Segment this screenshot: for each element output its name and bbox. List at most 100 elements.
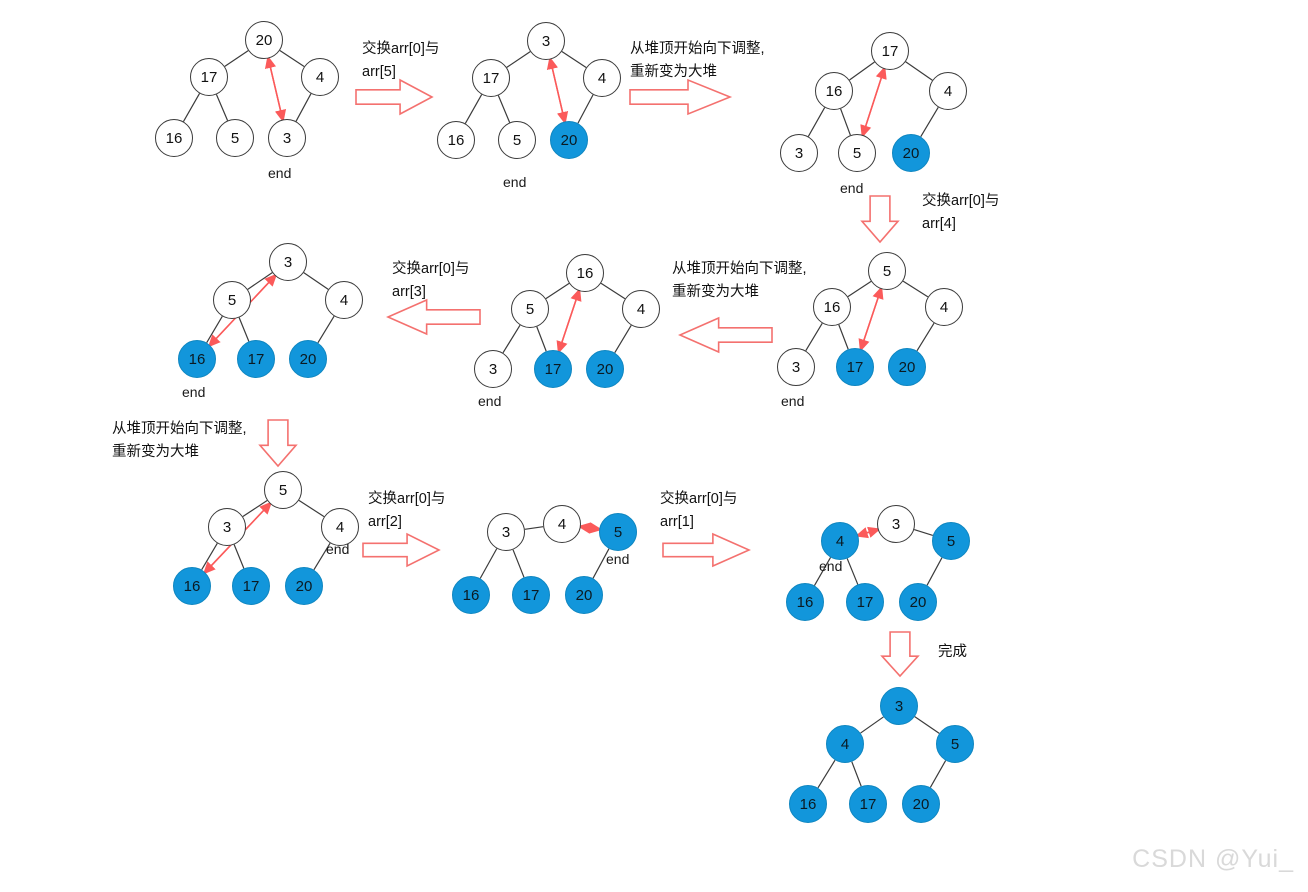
tree-node: 5 [216, 119, 254, 157]
block-arrow-left [386, 298, 481, 336]
step-caption: 交换arr[0]与 arr[1] [660, 488, 737, 534]
tree-node: 16 [789, 785, 827, 823]
tree-node: 3 [208, 508, 246, 546]
tree-edge [817, 759, 836, 789]
tree-edge [247, 272, 273, 290]
tree-node: 20 [899, 583, 937, 621]
tree-edge [303, 272, 329, 290]
end-marker-label: end [326, 541, 350, 557]
tree-edge [920, 107, 939, 137]
step-caption-line: 完成 [938, 644, 967, 660]
tree-node: 5 [838, 134, 876, 172]
tree-node-value: 20 [299, 350, 317, 368]
tree-node-value: 5 [512, 131, 522, 149]
tree-edge [577, 94, 594, 124]
tree-node: 3 [269, 243, 307, 281]
tree-edge [916, 322, 935, 352]
tree-node-value: 17 [859, 795, 877, 813]
step-caption-line: 从堆顶开始向下调整, [112, 421, 247, 437]
step-caption: 从堆顶开始向下调整,重新变为大堆 [112, 418, 247, 464]
tree-node: 3 [527, 22, 565, 60]
tree-node-value: 5 [613, 523, 623, 541]
tree-node-value: 16 [796, 593, 814, 611]
tree-edge [805, 322, 823, 352]
tree-node-value: 4 [557, 515, 567, 533]
tree-node: 4 [622, 290, 660, 328]
block-arrow-right [355, 78, 434, 116]
tree-node-value: 5 [950, 735, 960, 753]
tree-node: 17 [232, 567, 270, 605]
tree-node-value: 17 [247, 350, 265, 368]
tree-node-value: 16 [165, 129, 183, 147]
tree-node-value: 4 [339, 291, 349, 309]
tree-node-value: 17 [544, 360, 562, 378]
end-marker-label: end [268, 165, 292, 181]
step-caption: 完成 [938, 641, 967, 664]
tree-node: 4 [826, 725, 864, 763]
tree-node-value: 17 [881, 42, 899, 60]
tree-node-value: 4 [943, 82, 953, 100]
tree-edge [298, 499, 325, 518]
tree-node-value: 17 [522, 586, 540, 604]
block-arrow-right [662, 532, 751, 568]
end-marker-label: end [182, 384, 206, 400]
tree-node: 17 [846, 583, 884, 621]
tree-node-value: 5 [230, 129, 240, 147]
tree-node: 5 [932, 522, 970, 560]
tree-node-value: 4 [939, 298, 949, 316]
tree-edge [847, 280, 872, 298]
tree-node-value: 5 [882, 262, 892, 280]
tree-node: 17 [534, 350, 572, 388]
tree-node: 3 [880, 687, 918, 725]
swap-arrow [857, 526, 881, 538]
tree-edge [614, 324, 632, 354]
tree-node-value: 16 [823, 298, 841, 316]
tree-node-value: 20 [255, 31, 273, 49]
tree-node-value: 3 [501, 523, 511, 541]
tree-node: 20 [550, 121, 588, 159]
tree-node: 4 [301, 58, 339, 96]
tree-edge [846, 558, 859, 585]
tree-node-value: 20 [560, 131, 578, 149]
tree-node-value: 17 [200, 68, 218, 86]
tree-node-value: 5 [946, 532, 956, 550]
step-caption-line: 交换arr[0]与 [368, 491, 446, 507]
tree-node: 3 [474, 350, 512, 388]
step-caption-line: 交换arr[0]与 [660, 491, 738, 507]
step-caption-line: 从堆顶开始向下调整, [630, 41, 765, 57]
tree-node-value: 4 [335, 518, 345, 536]
tree-node: 4 [321, 508, 359, 546]
tree-edge [206, 316, 223, 343]
tree-node-value: 20 [902, 144, 920, 162]
tree-node-value: 3 [222, 518, 232, 536]
tree-node-value: 17 [856, 593, 874, 611]
step-caption-line: arr[5] [362, 64, 396, 80]
tree-edge [860, 716, 884, 734]
block-arrow-down [880, 631, 920, 678]
tree-edge [905, 61, 933, 81]
tree-node-value: 16 [188, 350, 206, 368]
tree-node: 3 [780, 134, 818, 172]
tree-node: 20 [245, 21, 283, 59]
tree-node-value: 20 [898, 358, 916, 376]
tree-node-value: 20 [909, 593, 927, 611]
tree-node: 3 [777, 348, 815, 386]
tree-node: 5 [868, 252, 906, 290]
tree-edge [295, 93, 312, 122]
tree-edge [502, 324, 521, 354]
swap-arrow [546, 56, 566, 123]
step-caption: 从堆顶开始向下调整,重新变为大堆 [630, 38, 765, 84]
step-caption-line: arr[1] [660, 514, 694, 530]
block-arrow-left [678, 316, 773, 354]
step-caption-line: 交换arr[0]与 [922, 193, 1000, 209]
block-arrow-down [258, 419, 298, 468]
tree-node: 5 [599, 513, 637, 551]
tree-node: 4 [929, 72, 967, 110]
tree-node-value: 4 [315, 68, 325, 86]
step-caption-line: 重新变为大堆 [672, 284, 759, 300]
tree-node-value: 20 [596, 360, 614, 378]
tree-node-value: 3 [541, 32, 551, 50]
